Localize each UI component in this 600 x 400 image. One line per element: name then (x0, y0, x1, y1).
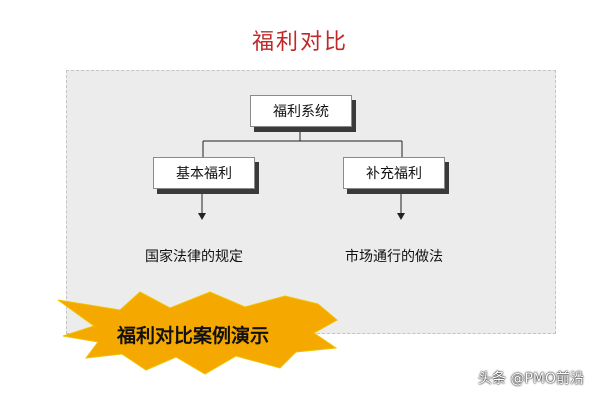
branch-node-supplementary: 补充福利 (343, 157, 445, 189)
branch-node-basic: 基本福利 (153, 157, 255, 189)
branch-node-basic-label: 基本福利 (176, 166, 232, 182)
slide-title: 福利对比 (251, 30, 348, 55)
branch-node-supplementary-label: 补充福利 (366, 166, 422, 182)
right-arrow-head (397, 213, 405, 220)
banner-text: 福利对比案例演示 (116, 325, 269, 347)
branch-note-basic: 国家法律的规定 (145, 249, 243, 265)
root-node-label: 福利系统 (273, 104, 329, 120)
root-node: 福利系统 (250, 95, 352, 127)
watermark-text: 头条 @PMO前沿 (478, 371, 584, 387)
left-arrow-head (198, 213, 206, 220)
branch-note-supplementary: 市场通行的做法 (345, 249, 443, 265)
starburst-icon (57, 291, 338, 375)
